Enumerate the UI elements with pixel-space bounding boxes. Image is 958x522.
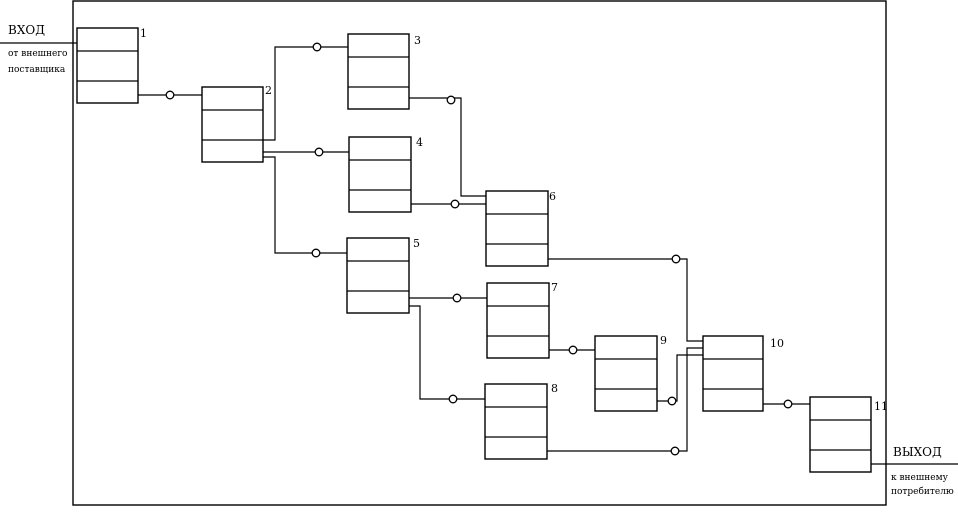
block-4-number: 4 xyxy=(416,136,423,149)
node-2-5 xyxy=(311,248,321,258)
block-5-number: 5 xyxy=(413,237,420,250)
node-6-10 xyxy=(671,254,681,264)
node-2-4 xyxy=(314,147,324,157)
node-5-8 xyxy=(448,394,458,404)
block-10-number: 10 xyxy=(770,337,784,350)
block-9: 9 xyxy=(594,334,667,412)
connection-wires xyxy=(138,46,810,452)
output-title: ВЫХОД xyxy=(893,445,942,459)
block-2-number: 2 xyxy=(265,84,272,97)
block-11-number: 11 xyxy=(874,400,888,413)
block-3-frame xyxy=(347,33,410,110)
block-11-frame xyxy=(809,396,872,473)
connection-nodes xyxy=(165,42,793,456)
wire-5-8 xyxy=(409,305,485,400)
block-5-frame xyxy=(346,237,410,314)
block-3-number: 3 xyxy=(414,34,421,47)
wire-2-3 xyxy=(263,46,348,141)
block-5: 5 xyxy=(346,237,420,314)
output-subtitle-line1: к внешнему xyxy=(891,473,949,483)
block-8-number: 8 xyxy=(551,382,558,395)
node-9-10 xyxy=(667,396,677,406)
node-5-7 xyxy=(452,293,462,303)
node-7-9 xyxy=(568,345,578,355)
input-subtitle-line1: от внешнего xyxy=(8,49,67,59)
wire-8-10 xyxy=(547,347,703,452)
node-2-3 xyxy=(312,42,322,52)
process-blocks: 1 2 3 4 5 6 7 8 9 10 11 xyxy=(76,27,888,473)
input-subtitle-line2: поставщика xyxy=(8,65,66,75)
node-10-11 xyxy=(783,399,793,409)
node-1-2 xyxy=(165,90,175,100)
block-7-number: 7 xyxy=(551,281,558,294)
block-8-frame xyxy=(484,383,548,460)
block-4: 4 xyxy=(348,136,423,213)
block-2: 2 xyxy=(201,84,272,163)
block-1-number: 1 xyxy=(140,27,147,40)
block-1: 1 xyxy=(76,27,147,104)
block-7-frame xyxy=(486,282,550,359)
wire-2-5 xyxy=(263,156,347,254)
block-4-frame xyxy=(348,136,412,213)
node-8-10 xyxy=(670,446,680,456)
wire-3-6 xyxy=(409,97,486,197)
block-3: 3 xyxy=(347,33,421,110)
node-3-6 xyxy=(446,95,456,105)
block-6: 6 xyxy=(485,190,556,267)
wire-9-10 xyxy=(657,354,703,402)
block-8: 8 xyxy=(484,382,558,460)
block-6-frame xyxy=(485,190,549,267)
system-boundary xyxy=(72,0,887,506)
block-9-number: 9 xyxy=(660,334,667,347)
block-2-frame xyxy=(201,86,264,163)
output-subtitle-line2: потребителю xyxy=(891,486,954,497)
block-9-frame xyxy=(594,335,658,412)
block-10: 10 xyxy=(702,335,784,412)
input-title: ВХОД xyxy=(8,23,45,37)
block-6-number: 6 xyxy=(549,190,556,203)
block-7: 7 xyxy=(486,281,558,359)
block-11: 11 xyxy=(809,396,888,473)
node-4-6 xyxy=(450,199,460,209)
block-1-frame xyxy=(76,27,139,104)
wire-6-10 xyxy=(548,258,703,342)
block-10-frame xyxy=(702,335,764,412)
